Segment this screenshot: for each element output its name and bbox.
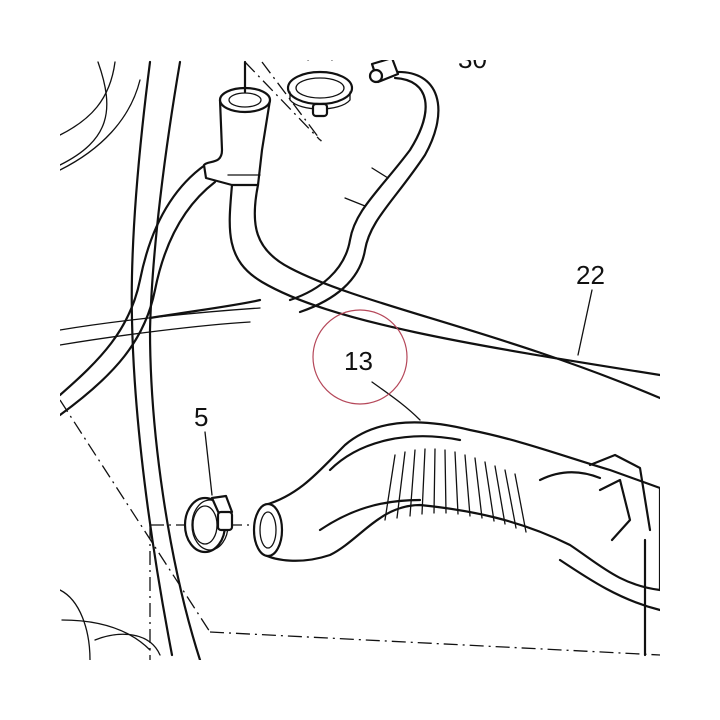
breather-pipe (288, 70, 440, 314)
reference-lines (59, 61, 661, 660)
callout-13: 13 (344, 346, 373, 376)
top-hose-clamp (286, 55, 354, 118)
callout-22: 22 (576, 260, 605, 290)
corrugation (384, 448, 527, 533)
side-hose (58, 163, 262, 417)
hose-13 (252, 421, 662, 657)
hose-22 (228, 183, 662, 400)
leader-lines (204, 289, 593, 496)
bottom-margin (0, 660, 720, 720)
right-margin (660, 0, 720, 720)
vent-connector (368, 56, 400, 84)
highlight-circle (312, 309, 408, 405)
hose-clamp-5 (183, 494, 234, 554)
top-margin (0, 0, 720, 60)
left-margin (0, 0, 60, 720)
filler-neck (202, 60, 272, 187)
callout-5: 5 (194, 402, 208, 432)
